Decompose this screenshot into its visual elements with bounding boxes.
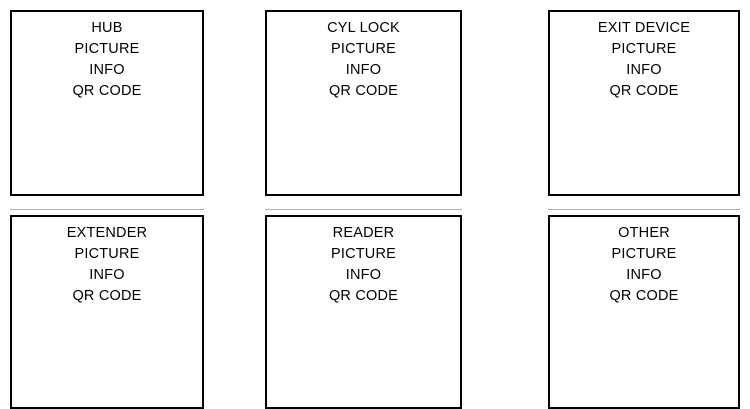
- card-info-label: INFO: [345, 267, 382, 284]
- card-qr-code-label: QR CODE: [328, 288, 399, 305]
- card-qr-code-label: QR CODE: [609, 83, 679, 100]
- card-picture-label: PICTURE: [74, 246, 140, 263]
- card-label-stack: READER PICTURE INFO QR CODE: [265, 215, 462, 308]
- card-label-stack: EXIT DEVICE PICTURE INFO QR CODE: [548, 10, 740, 103]
- card-picture-label: PICTURE: [330, 41, 397, 58]
- card-qr-code-label: QR CODE: [328, 83, 399, 100]
- card-qr-code-label: QR CODE: [72, 83, 142, 100]
- card-title: EXIT DEVICE: [597, 20, 691, 36]
- card-qr-code-label: QR CODE: [72, 288, 142, 305]
- card-border: [10, 215, 204, 409]
- row-divider-rule-right: [548, 209, 740, 210]
- card-info-label: INFO: [89, 62, 125, 79]
- category-card-reader[interactable]: READER PICTURE INFO QR CODE: [265, 215, 462, 409]
- card-picture-label: PICTURE: [611, 41, 677, 58]
- card-picture-label: PICTURE: [74, 41, 140, 58]
- category-card-extender[interactable]: EXTENDER PICTURE INFO QR CODE: [10, 215, 204, 409]
- card-info-label: INFO: [626, 267, 662, 284]
- card-title: CYL LOCK: [327, 20, 400, 36]
- card-label-stack: HUB PICTURE INFO QR CODE: [10, 10, 204, 103]
- card-border: [548, 10, 740, 196]
- category-card-other[interactable]: OTHER PICTURE INFO QR CODE: [548, 215, 740, 409]
- row-divider-rule-center: [265, 209, 462, 210]
- card-title: HUB: [91, 20, 123, 36]
- card-border: [265, 215, 462, 409]
- row-divider-rule-left: [10, 209, 204, 210]
- card-label-stack: EXTENDER PICTURE INFO QR CODE: [10, 215, 204, 308]
- category-card-hub[interactable]: HUB PICTURE INFO QR CODE: [10, 10, 204, 196]
- card-picture-label: PICTURE: [611, 246, 677, 263]
- card-picture-label: PICTURE: [330, 246, 397, 263]
- card-title: EXTENDER: [66, 225, 148, 241]
- card-qr-code-label: QR CODE: [609, 288, 679, 305]
- card-info-label: INFO: [345, 62, 382, 79]
- card-label-stack: CYL LOCK PICTURE INFO QR CODE: [265, 10, 462, 103]
- card-border: [10, 10, 204, 196]
- card-info-label: INFO: [626, 62, 662, 79]
- card-title: READER: [332, 225, 395, 241]
- card-border: [265, 10, 462, 196]
- card-title: OTHER: [618, 225, 670, 241]
- card-border: [548, 215, 740, 409]
- category-card-cyl-lock[interactable]: CYL LOCK PICTURE INFO QR CODE: [265, 10, 462, 196]
- card-info-label: INFO: [89, 267, 125, 284]
- category-card-exit-device[interactable]: EXIT DEVICE PICTURE INFO QR CODE: [548, 10, 740, 196]
- card-label-stack: OTHER PICTURE INFO QR CODE: [548, 215, 740, 308]
